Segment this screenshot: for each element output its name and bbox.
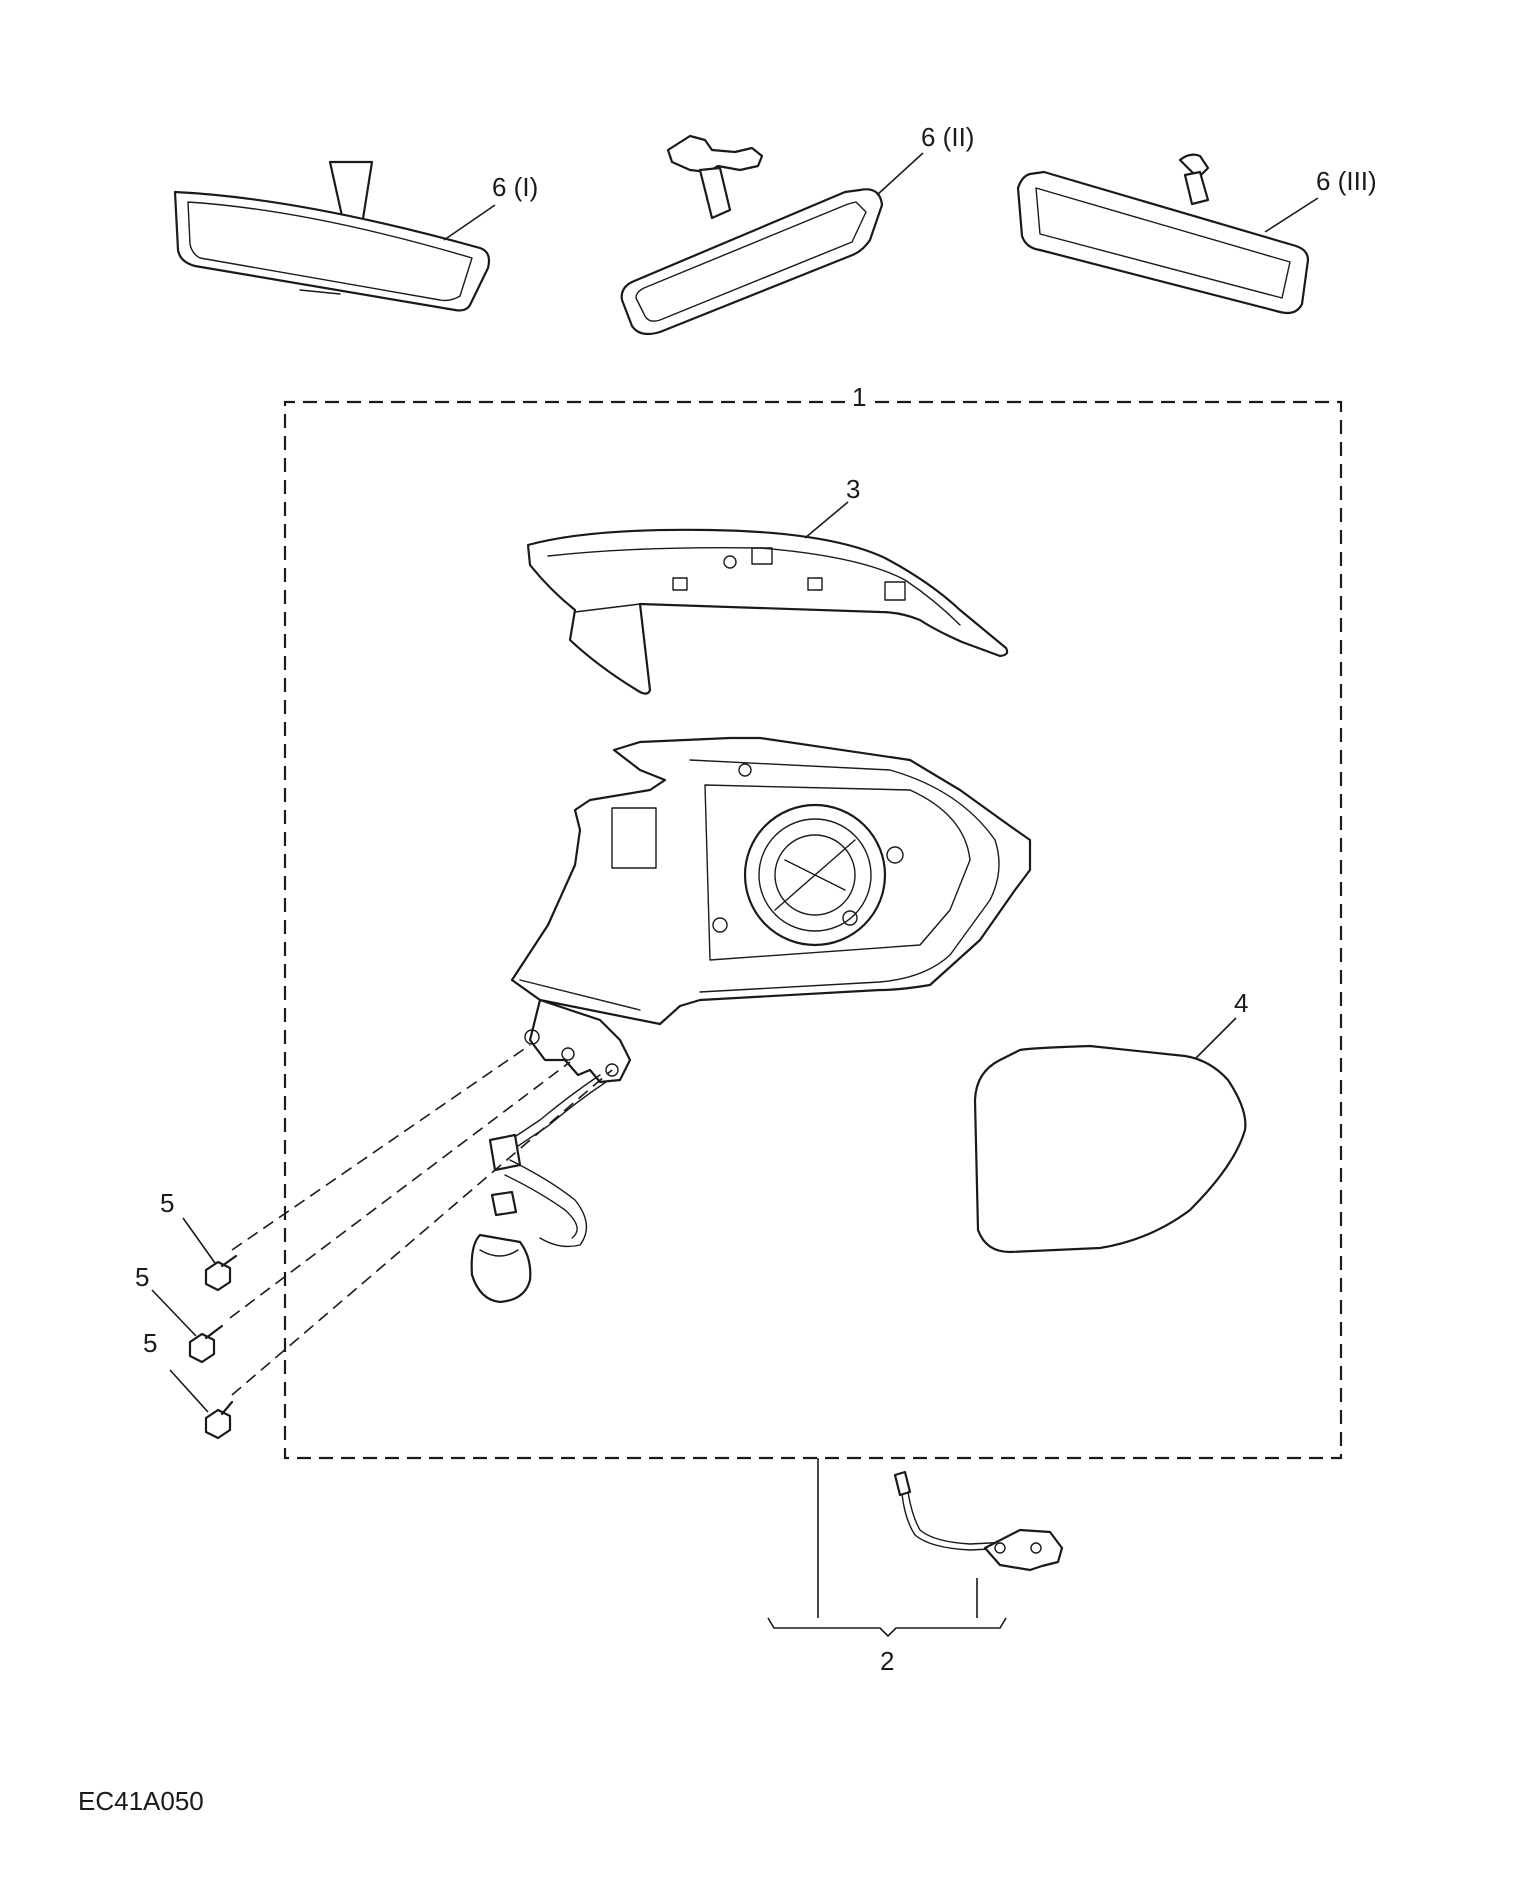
callout-5-upper: 5 bbox=[160, 1188, 174, 1218]
interior-mirror-6-ii: 6 (II) bbox=[620, 122, 974, 336]
callout-6-i: 6 (I) bbox=[492, 172, 538, 202]
callout-6-iii: 6 (III) bbox=[1316, 166, 1377, 196]
callout-3: 3 bbox=[846, 474, 860, 504]
callout-4: 4 bbox=[1234, 988, 1248, 1018]
bolt-5-lower: 5 bbox=[143, 1069, 613, 1440]
interior-mirror-6-i: 6 (I) bbox=[173, 160, 538, 312]
mirror-assembly-kit-boundary: 1 bbox=[283, 382, 1343, 1460]
mirror-housing-assembly bbox=[510, 736, 1032, 1026]
sensor-harness-2 bbox=[893, 1470, 1064, 1572]
callout-5-middle: 5 bbox=[135, 1262, 149, 1292]
callout-2: 2 bbox=[880, 1646, 894, 1676]
callout-1: 1 bbox=[852, 382, 866, 412]
mirror-glass-4: 4 bbox=[973, 988, 1248, 1254]
callout-5-lower: 5 bbox=[143, 1328, 157, 1358]
interior-mirror-6-iii: 6 (III) bbox=[1016, 153, 1377, 315]
bolt-5-upper: 5 bbox=[160, 1044, 531, 1292]
mirror-wiring-harness bbox=[470, 1074, 607, 1304]
figure-code: EC41A050 bbox=[78, 1786, 204, 1816]
mirror-cover-3: 3 bbox=[526, 474, 1009, 695]
bolt-5-middle: 5 bbox=[135, 1061, 571, 1364]
callout-6-ii: 6 (II) bbox=[921, 122, 974, 152]
mirror-mounting-base bbox=[524, 998, 632, 1084]
callout-2-bracket: 2 bbox=[767, 1458, 1007, 1676]
